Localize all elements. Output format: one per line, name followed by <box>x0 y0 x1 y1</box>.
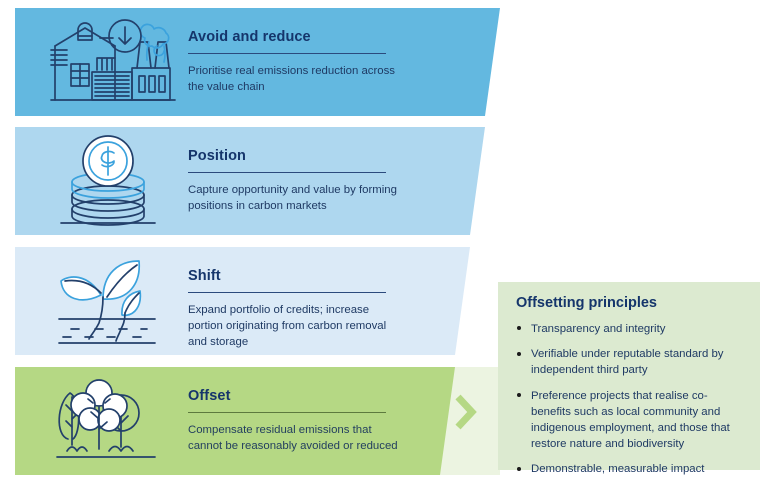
principles-list: Transparency and integrity Verifiable un… <box>516 321 746 478</box>
list-item: Preference projects that realise co-bene… <box>516 388 746 453</box>
band-description: Prioritise real emissions reduction acro… <box>188 64 396 94</box>
seedling-roots-icon <box>45 253 167 349</box>
bullet-icon <box>517 351 521 356</box>
funnel-step-offset[interactable]: Offset Compensate residual emissions tha… <box>15 367 455 475</box>
principles-title: Offsetting principles <box>516 295 657 311</box>
band-text: Avoid and reduce Prioritise real emissio… <box>188 29 403 95</box>
trees-forest-icon <box>43 373 169 469</box>
band-title: Position <box>188 148 246 164</box>
list-item: Transparency and integrity <box>516 321 746 337</box>
chevron-right-icon <box>452 392 478 432</box>
band-text: Offset Compensate residual emissions tha… <box>188 388 403 454</box>
funnel-step-shift[interactable]: Shift Expand portfolio of credits; incre… <box>15 247 470 355</box>
list-item: Demonstrable, measurable impact <box>516 461 746 477</box>
band-title: Offset <box>188 388 231 404</box>
band-description: Compensate residual emissions that canno… <box>188 423 398 453</box>
coin-stack-dollar-icon <box>49 133 167 229</box>
band-title: Avoid and reduce <box>188 29 311 45</box>
bullet-icon <box>517 393 521 397</box>
funnel-step-avoid-and-reduce[interactable]: Avoid and reduce Prioritise real emissio… <box>15 8 500 116</box>
band-description: Expand portfolio of credits; increase po… <box>188 303 387 349</box>
bullet-icon <box>517 326 521 331</box>
list-item-text: Demonstrable, measurable impact <box>531 463 705 476</box>
band-divider <box>188 291 386 293</box>
band-text: Position Capture opportunity and value b… <box>188 148 403 214</box>
list-item-text: Transparency and integrity <box>531 322 666 335</box>
offsetting-principles-panel: Offsetting principles Transparency and i… <box>498 282 760 475</box>
band-title: Shift <box>188 268 221 284</box>
band-divider <box>188 52 386 54</box>
list-item: Verifiable under reputable standard by i… <box>516 346 746 378</box>
band-divider <box>188 171 386 173</box>
list-item-text: Verifiable under reputable standard by i… <box>531 348 724 377</box>
funnel-step-position[interactable]: Position Capture opportunity and value b… <box>15 127 485 235</box>
bullet-icon <box>517 466 521 471</box>
factory-emissions-icon <box>37 16 177 108</box>
band-text: Shift Expand portfolio of credits; incre… <box>188 268 403 351</box>
list-item-text: Preference projects that realise co-bene… <box>531 389 730 451</box>
band-divider <box>188 411 386 413</box>
band-description: Capture opportunity and value by forming… <box>188 183 397 213</box>
band-shape <box>15 367 455 475</box>
band-shape <box>15 8 500 116</box>
